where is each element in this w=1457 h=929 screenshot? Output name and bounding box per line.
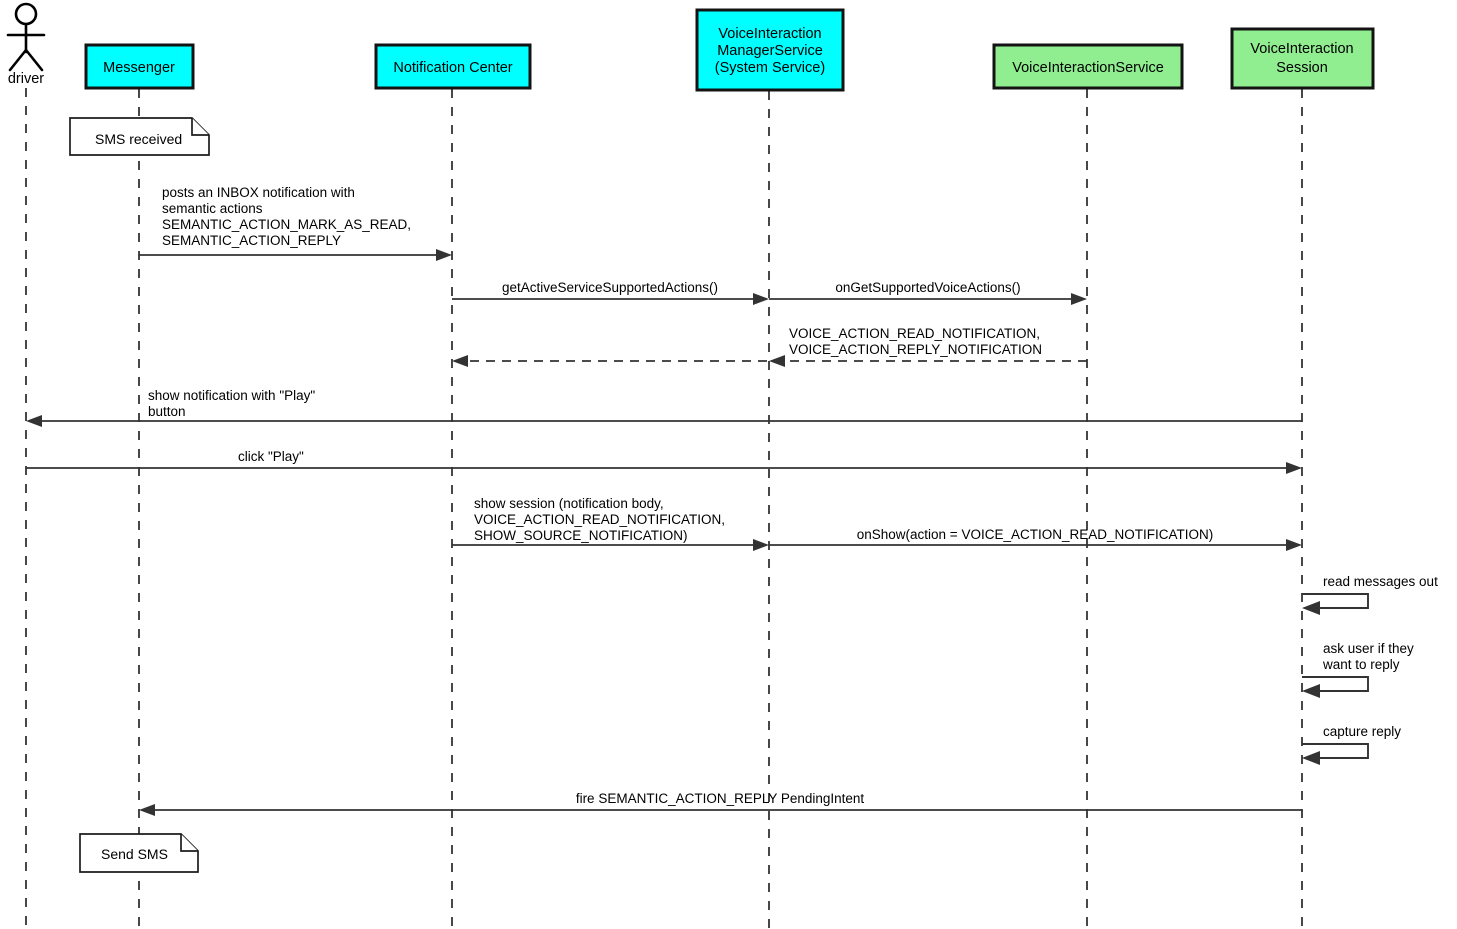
participant-box-voice-interaction-service[interactable]: VoiceInteractionService (992, 43, 1184, 90)
actor-right-leg-icon (24, 48, 44, 72)
participant-box-voice-interaction-manager-service-rect (695, 8, 845, 92)
message-on-get-supported-voice-actions: onGetSupportedVoiceActions() (769, 280, 1087, 305)
self-message-read-messages-out: read messages out (1302, 574, 1438, 615)
message-return-voice-actions-mid-arrowhead-icon (769, 355, 785, 367)
note-send-sms-label: Send SMS (101, 846, 168, 862)
participant-box-voice-interaction-session-rect (1230, 27, 1375, 90)
message-click-play-arrowhead-icon (1286, 462, 1302, 474)
message-return-voice-actions: VOICE_ACTION_READ_NOTIFICATION, VOICE_AC… (452, 326, 1087, 367)
self-message-ask-user-reply-label-2: want to reply (1322, 657, 1400, 672)
message-get-active-service-supported-actions: getActiveServiceSupportedActions() (452, 280, 769, 305)
self-message-read-messages-out-arrowhead-icon (1302, 601, 1320, 615)
message-return-voice-actions-label-2: VOICE_ACTION_REPLY_NOTIFICATION (789, 342, 1042, 357)
participant-box-messenger-rect (84, 43, 195, 90)
self-message-capture-reply-line (1302, 743, 1369, 759)
participant-box-vis-label-line2: Session (1276, 60, 1328, 76)
self-message-capture-reply-label: capture reply (1323, 724, 1401, 739)
message-show-session-arrowhead-icon (753, 539, 769, 551)
message-post-inbox-notification-label-2: semantic actions (162, 201, 263, 216)
message-show-session-label-3: SHOW_SOURCE_NOTIFICATION) (474, 528, 688, 543)
note-send-sms-shape (79, 833, 199, 873)
message-post-inbox-notification-label-1: posts an INBOX notification with (162, 185, 355, 200)
message-click-play: click "Play" (26, 449, 1302, 474)
message-show-session-label-2: VOICE_ACTION_READ_NOTIFICATION, (474, 512, 725, 527)
message-get-active-service-supported-actions-label: getActiveServiceSupportedActions() (502, 280, 718, 295)
participant-box-notification-center-rect (374, 43, 532, 90)
self-message-ask-user-reply-line (1302, 676, 1369, 692)
note-sms-received-fold-icon (191, 118, 209, 136)
participant-box-voice-interaction-session[interactable]: VoiceInteraction Session (1230, 27, 1375, 90)
participant-box-notification-center-label: Notification Center (393, 60, 512, 76)
note-sms-received-shape (69, 117, 210, 156)
self-message-read-messages-out-label: read messages out (1323, 574, 1438, 589)
message-on-get-supported-voice-actions-label: onGetSupportedVoiceActions() (835, 280, 1020, 295)
participant-box-notification-center[interactable]: Notification Center (374, 43, 532, 90)
note-send-sms-fold-icon (180, 834, 198, 852)
message-return-voice-actions-label-1: VOICE_ACTION_READ_NOTIFICATION, (789, 326, 1040, 341)
self-message-capture-reply-arrowhead-icon (1302, 751, 1320, 765)
note-send-sms: Send SMS (79, 833, 199, 873)
actor-driver-label: driver (8, 71, 44, 87)
message-click-play-label: click "Play" (238, 449, 304, 464)
message-on-show-label: onShow(action = VOICE_ACTION_READ_NOTIFI… (857, 527, 1213, 542)
message-fire-semantic-action-reply-arrowhead-icon (139, 804, 155, 816)
message-show-notification-play-button: show notification with "Play" button (26, 388, 1302, 427)
message-post-inbox-notification-label-3: SEMANTIC_ACTION_MARK_AS_READ, (162, 217, 411, 232)
message-show-notification-play-button-arrowhead-icon (26, 415, 42, 427)
message-fire-semantic-action-reply: fire SEMANTIC_ACTION_REPLY PendingIntent (139, 791, 1302, 816)
self-message-capture-reply: capture reply (1302, 724, 1401, 765)
message-on-show: onShow(action = VOICE_ACTION_READ_NOTIFI… (769, 527, 1302, 551)
message-on-get-supported-voice-actions-arrowhead-icon (1071, 293, 1087, 305)
participant-box-vis-label-line1: VoiceInteraction (1250, 41, 1353, 57)
message-return-voice-actions-arrowhead-icon (452, 355, 468, 367)
self-message-read-messages-out-line (1302, 593, 1369, 609)
message-on-show-arrowhead-icon (1286, 539, 1302, 551)
actor-head-icon (14, 2, 38, 26)
participant-box-vims-label-line1: VoiceInteraction (718, 26, 821, 42)
participant-box-messenger[interactable]: Messenger (84, 43, 195, 90)
self-message-ask-user-reply-arrowhead-icon (1302, 684, 1320, 698)
self-message-ask-user-reply-label-1: ask user if they (1323, 641, 1414, 656)
message-show-notification-play-button-label-2: button (148, 404, 186, 419)
message-fire-semantic-action-reply-label: fire SEMANTIC_ACTION_REPLY PendingIntent (576, 791, 865, 806)
lifelines-group (25, 88, 1303, 929)
participant-box-voice-interaction-manager-service[interactable]: VoiceInteraction ManagerService (System … (695, 8, 845, 92)
note-sms-received: SMS received (69, 117, 210, 156)
note-sms-received-label: SMS received (95, 131, 182, 147)
message-post-inbox-notification: posts an INBOX notification with semanti… (139, 185, 452, 261)
participant-box-vims-label-line2: ManagerService (717, 43, 823, 59)
actor-driver[interactable]: driver (6, 2, 46, 87)
participant-box-voice-interaction-service-rect (992, 43, 1184, 90)
message-post-inbox-notification-arrowhead-icon (436, 249, 452, 261)
participant-box-vims-label-line3: (System Service) (715, 60, 825, 76)
message-show-session-label-1: show session (notification body, (474, 496, 664, 511)
message-post-inbox-notification-label-4: SEMANTIC_ACTION_REPLY (162, 233, 341, 248)
self-message-ask-user-reply: ask user if they want to reply (1302, 641, 1414, 698)
message-show-notification-play-button-label-1: show notification with "Play" (148, 388, 315, 403)
message-show-session: show session (notification body, VOICE_A… (452, 496, 769, 551)
participant-box-messenger-label: Messenger (103, 60, 175, 76)
participant-box-voice-interaction-service-label: VoiceInteractionService (1012, 60, 1164, 76)
actor-left-leg-icon (8, 48, 28, 72)
message-get-active-service-supported-actions-arrowhead-icon (753, 293, 769, 305)
